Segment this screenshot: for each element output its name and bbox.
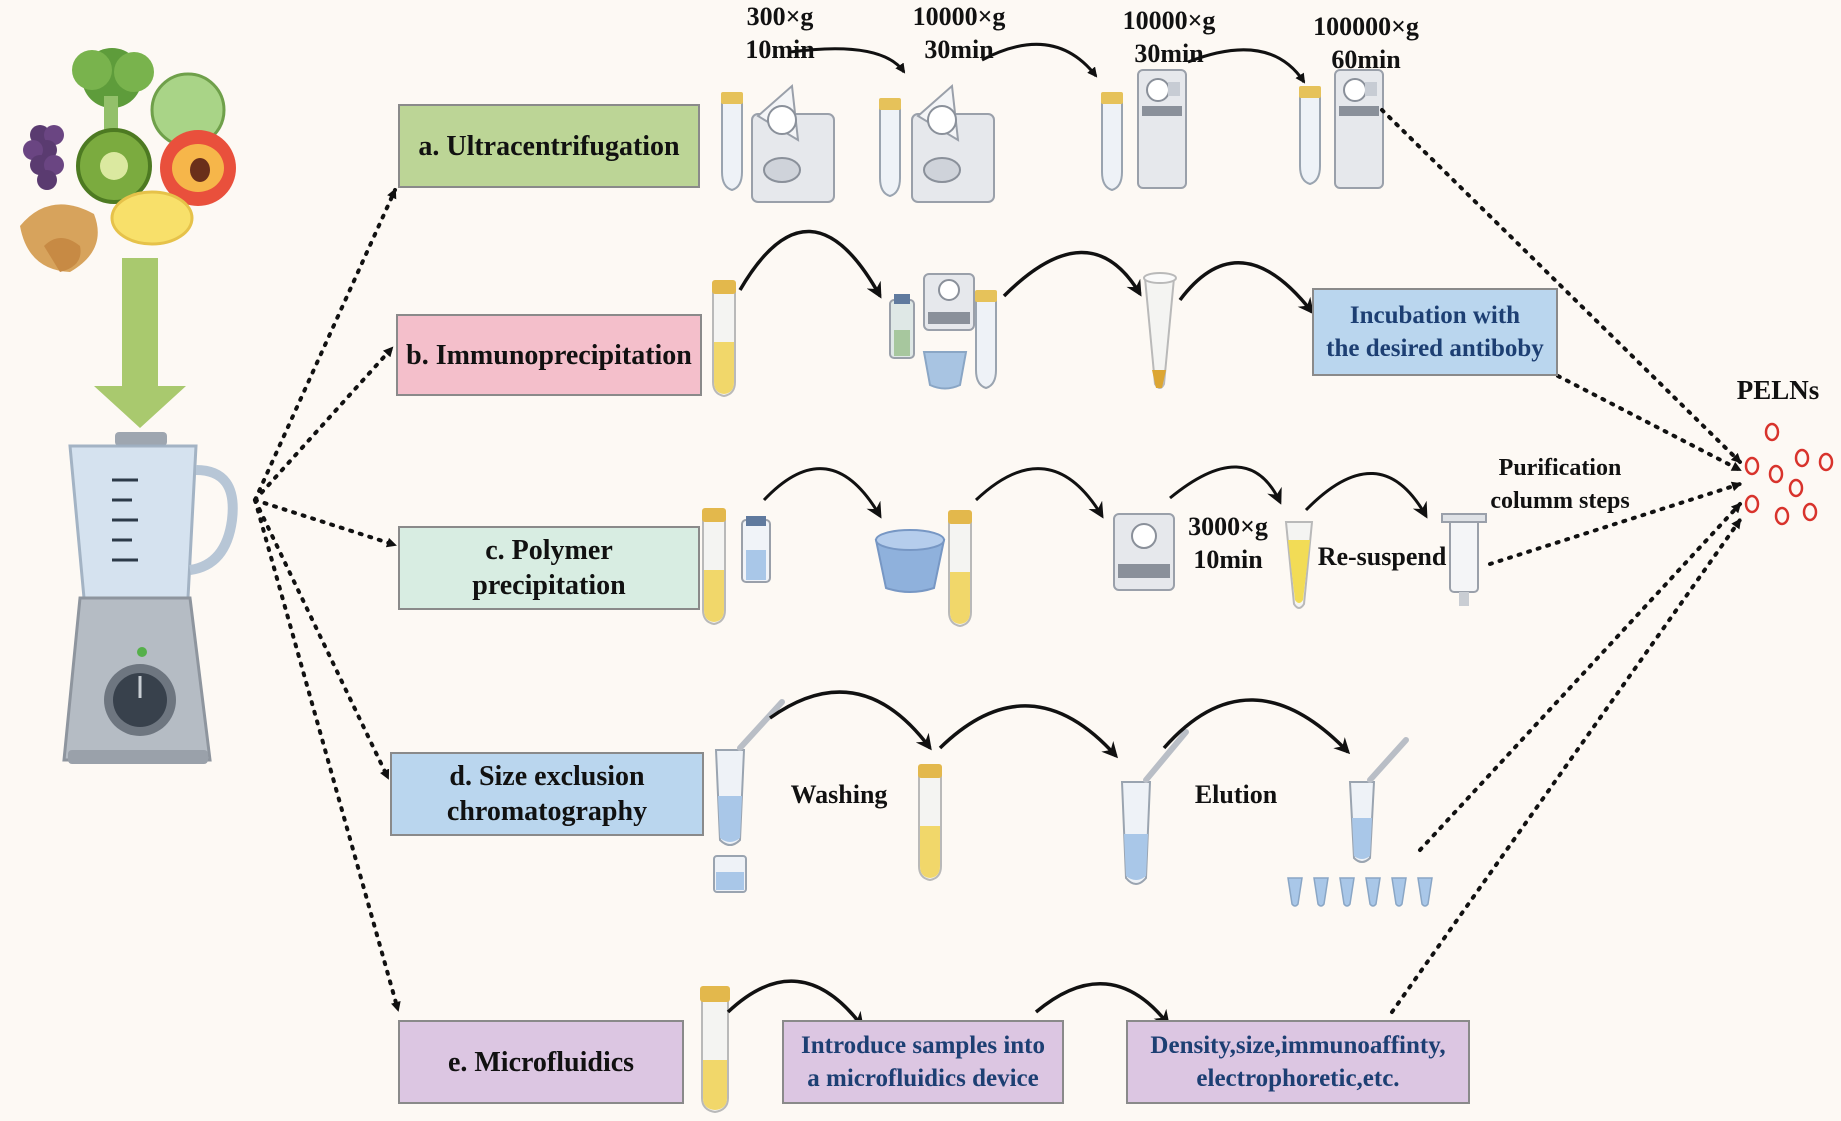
big-down-arrow	[94, 258, 186, 428]
elution-label: Elution	[1194, 780, 1278, 809]
incubation-box: Incubation with the desired antiboby	[1312, 288, 1558, 376]
microfluidics-step1-line2: a microfluidics device	[807, 1065, 1039, 1092]
vesicle	[1764, 422, 1780, 442]
step-time: 10min	[1193, 545, 1263, 574]
row-e-curved-arrows	[726, 979, 1170, 1029]
step-time: 60min	[1331, 45, 1401, 74]
method-ultracentrifugation: a. Ultracentrifugation	[398, 104, 700, 188]
washing-label: Washing	[790, 780, 888, 809]
vesicle	[1794, 448, 1810, 468]
method-microfluidics: e. Microfluidics	[398, 1020, 684, 1104]
pelns-label: PELNs	[1736, 375, 1820, 405]
step-time: 30min	[924, 35, 994, 64]
method-immunoprecipitation: b. Immunoprecipitation	[396, 314, 702, 396]
vesicle	[1744, 494, 1760, 514]
microfluidics-step1-box: Introduce samples into a microfluidics d…	[782, 1020, 1064, 1104]
row-d-curved-arrows	[768, 690, 1351, 759]
method-label: e. Microfluidics	[447, 1046, 635, 1078]
method-label-line1: d. Size exclusion	[449, 761, 645, 792]
microfluidics-step2-line2: electrophoretic,etc.	[1196, 1065, 1400, 1092]
method-polymer-precipitation: c. Polymer precipitation	[398, 526, 700, 610]
food-illustration	[20, 48, 236, 272]
vesicle	[1818, 452, 1834, 472]
row-b-illustrations	[711, 272, 1177, 397]
method-label-line2: precipitation	[472, 570, 626, 601]
vesicle	[1774, 506, 1790, 526]
vesicle	[1768, 464, 1784, 484]
step-speed: 10000×g	[1122, 6, 1216, 35]
method-label-line1: c. Polymer	[485, 535, 613, 566]
step-time: 10min	[745, 35, 815, 64]
step-a4-label: 100000×g 60min	[1296, 10, 1436, 76]
branch-arrows	[253, 188, 401, 1012]
row-d-illustrations	[713, 699, 1433, 907]
step-speed: 10000×g	[912, 2, 1006, 31]
microfluidics-step2-box: Density,size,immunoaffinty, electrophore…	[1126, 1020, 1470, 1104]
row-b-curved-arrows	[738, 229, 1314, 315]
step-a2-label: 10000×g 30min	[894, 0, 1024, 66]
row-e-illustrations	[700, 986, 730, 1114]
incubation-line1: Incubation with	[1349, 302, 1521, 329]
polymer-centrifuge-label: 3000×g 10min	[1178, 510, 1278, 576]
blender	[62, 432, 238, 764]
step-a3-label: 10000×g 30min	[1104, 4, 1234, 70]
incubation-line2: the desired antiboby	[1326, 335, 1544, 362]
step-a1-label: 300×g 10min	[730, 0, 830, 66]
vesicle	[1802, 502, 1818, 522]
vesicle	[1744, 456, 1760, 476]
method-size-exclusion: d. Size exclusion chromatography	[390, 752, 704, 836]
converging-arrows	[1380, 108, 1742, 1014]
vesicle	[1788, 478, 1804, 498]
purification-label: Purification columm steps	[1480, 452, 1640, 518]
method-label: a. Ultracentrifugation	[418, 130, 680, 162]
row-a-illustrations	[720, 69, 1384, 203]
step-time: 30min	[1134, 39, 1204, 68]
pelns-vesicles	[1744, 422, 1834, 526]
step-speed: 100000×g	[1313, 12, 1419, 41]
method-label-line2: chromatography	[446, 796, 648, 827]
row-c-curved-arrows	[762, 465, 1428, 519]
purification-line2: columm steps	[1490, 488, 1630, 514]
purification-line1: Purification	[1498, 455, 1622, 481]
row-c-illustrations	[701, 507, 1487, 627]
microfluidics-step2-line1: Density,size,immunoaffinty,	[1150, 1032, 1446, 1059]
resuspend-label: Re-suspend	[1317, 542, 1447, 571]
row-a-curved-arrows	[789, 42, 1306, 84]
step-speed: 3000×g	[1188, 512, 1268, 541]
step-speed: 300×g	[746, 2, 814, 31]
microfluidics-step1-line1: Introduce samples into	[800, 1032, 1045, 1059]
method-label: b. Immunoprecipitation	[406, 339, 692, 371]
